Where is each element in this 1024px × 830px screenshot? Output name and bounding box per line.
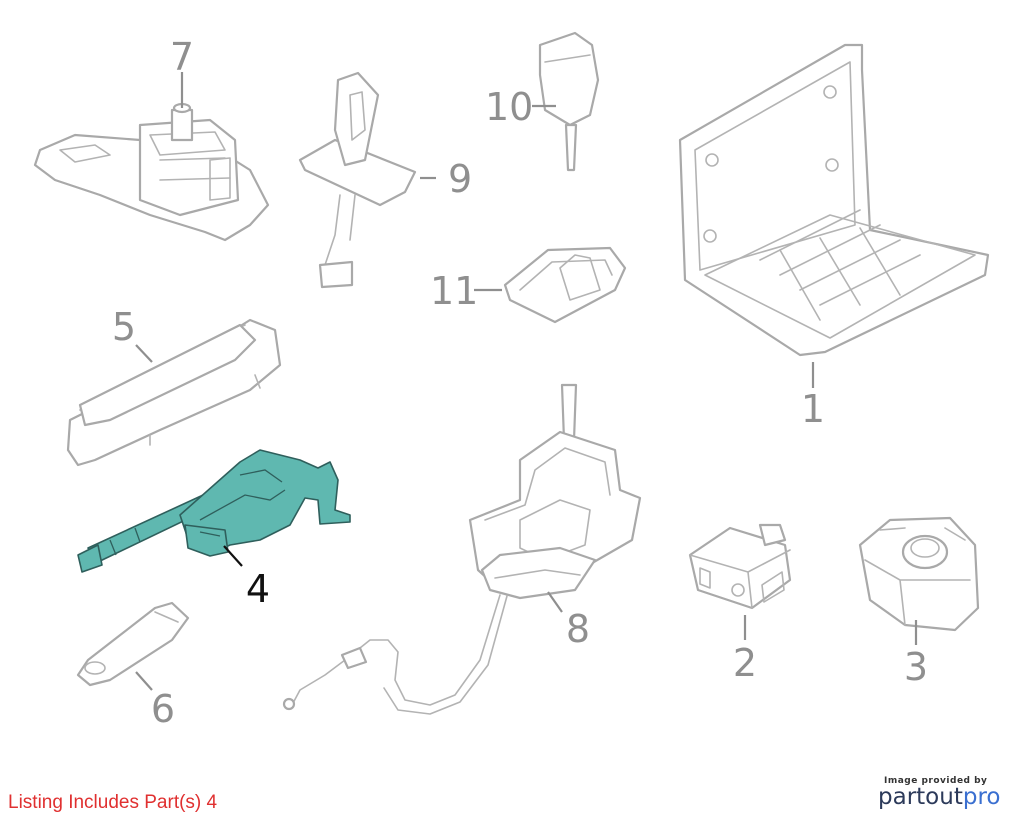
- part-1-control-module[interactable]: [678, 43, 990, 357]
- callout-10: 10: [485, 85, 533, 129]
- callout-7: 7: [170, 35, 194, 79]
- callout-6: 6: [151, 687, 175, 731]
- part-5-console-trim[interactable]: [66, 318, 282, 467]
- callout-3: 3: [904, 645, 928, 689]
- callout-4: 4: [246, 567, 270, 611]
- part-11-shift-boot[interactable]: [503, 246, 627, 324]
- callout-5: 5: [112, 305, 136, 349]
- part-7-shifter-base[interactable]: [33, 102, 270, 242]
- leader-4: [223, 545, 243, 567]
- part-9-shift-lever[interactable]: [298, 71, 417, 289]
- callout-11: 11: [430, 269, 478, 313]
- leader-5: [135, 344, 153, 363]
- callout-9: 9: [448, 157, 472, 201]
- part-10-shift-knob[interactable]: [538, 31, 600, 172]
- brand-logo-part-b: pro: [962, 784, 1001, 810]
- credit-caption: Image provided by: [884, 776, 988, 786]
- callout-2: 2: [733, 641, 757, 685]
- leader-6: [135, 671, 153, 691]
- part-3-controller-module[interactable]: [858, 516, 980, 632]
- listing-includes-note: Listing Includes Part(s) 4: [8, 792, 218, 813]
- brand-logo: partoutpro: [878, 784, 1008, 810]
- brand-logo-part-a: partout: [878, 784, 963, 810]
- part-6-trim-cover[interactable]: [76, 601, 190, 687]
- part-2-switch-module[interactable]: [688, 523, 792, 610]
- part-4-shift-cable-bracket[interactable]: [77, 449, 351, 573]
- image-credit: Image provided by partoutpro: [878, 776, 1008, 810]
- callout-1: 1: [801, 387, 825, 431]
- leader-8: [547, 591, 563, 613]
- callout-8: 8: [566, 607, 590, 651]
- part-8-selector-housing[interactable]: [282, 383, 642, 715]
